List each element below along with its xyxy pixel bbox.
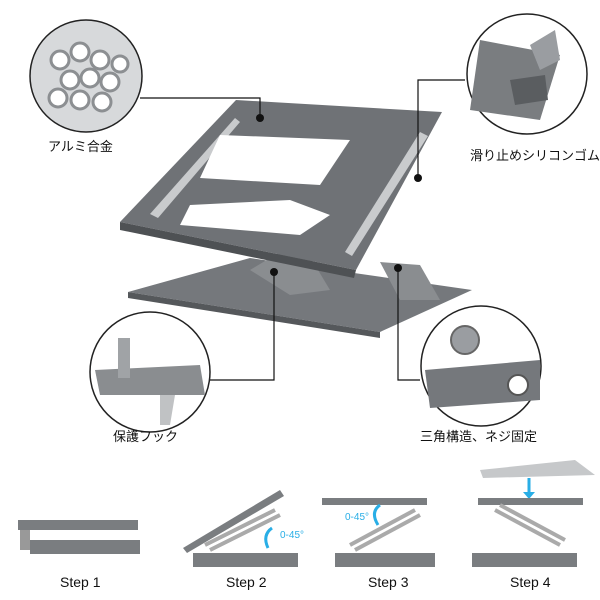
detail-triangle xyxy=(420,305,542,427)
feature-label-aluminum: アルミ合金 xyxy=(48,140,113,155)
feature-label-hook: 保護フック xyxy=(113,430,179,445)
angle-label-step2: 0-45° xyxy=(280,530,305,541)
step-1-label: Step 1 xyxy=(60,574,101,590)
leader-lines xyxy=(140,79,465,381)
step-3-illustration xyxy=(322,498,435,567)
detail-silicone xyxy=(466,13,588,135)
angle-label-step3: 0-45° xyxy=(345,512,370,523)
detail-aluminum xyxy=(29,19,143,133)
step-3-label: Step 3 xyxy=(368,574,409,590)
step-2-label: Step 2 xyxy=(226,574,267,590)
step-2-illustration xyxy=(183,490,298,567)
step-4-label: Step 4 xyxy=(510,574,551,590)
laptop-stand-main xyxy=(120,100,472,338)
detail-hook xyxy=(89,311,211,433)
step-1-illustration xyxy=(18,520,140,554)
feature-label-triangle: 三角構造、ネジ固定 xyxy=(420,430,538,445)
feature-label-silicone: 滑り止めシリコンゴム xyxy=(470,149,600,164)
step-4-illustration xyxy=(472,460,595,567)
